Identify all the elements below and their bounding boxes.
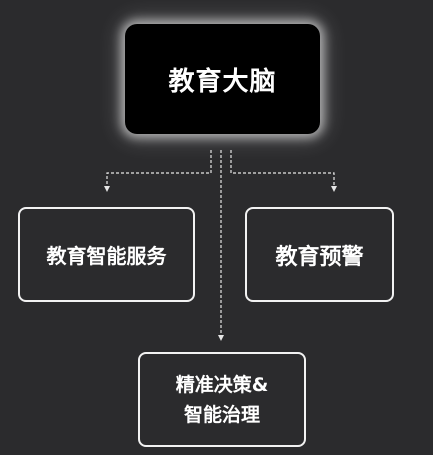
child-node-decision-governance: 精准决策& 智能治理 xyxy=(138,352,306,447)
root-node: 教育大脑 xyxy=(125,24,320,134)
child-node-label: 教育智能服务 xyxy=(46,244,167,268)
child-node-education-service: 教育智能服务 xyxy=(18,207,195,302)
child-node-label-line2: 智能治理 xyxy=(183,403,260,426)
child-node-label: 教育预警 xyxy=(275,244,364,270)
child-node-label-line1: 精准决策& xyxy=(175,373,269,396)
connector-root-to-right xyxy=(230,150,337,192)
connector-root-to-left xyxy=(104,150,212,192)
child-node-education-warning: 教育预警 xyxy=(245,207,394,302)
root-node-label: 教育大脑 xyxy=(168,66,277,97)
